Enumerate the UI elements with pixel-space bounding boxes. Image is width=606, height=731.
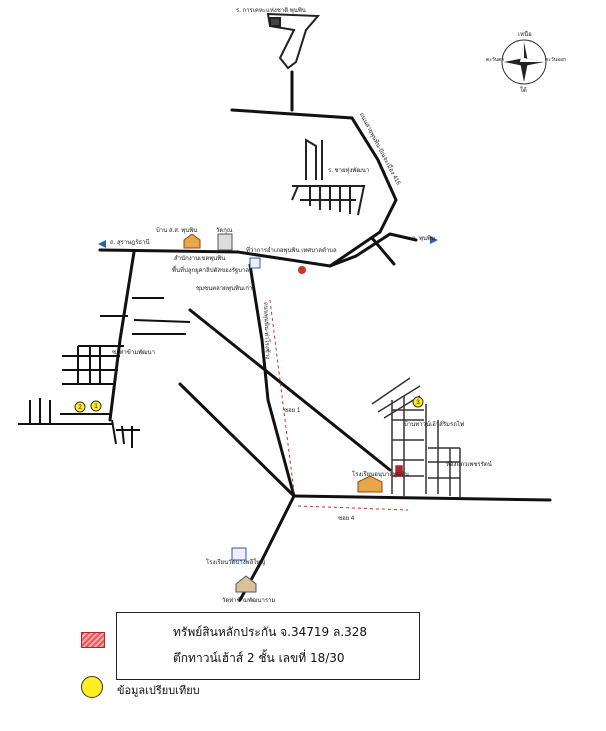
label-market: ชุมชนตลาดพุนพินเก่า	[196, 286, 253, 292]
compass-east: ตะวันออก	[545, 57, 567, 63]
village-grid-top	[291, 138, 366, 216]
label-soi-left: ซ. ท่าข้ามพัฒนา	[112, 350, 156, 356]
label-project2: ห้องแถวเพชรรัตน์	[446, 462, 492, 468]
svg-text:2: 2	[78, 405, 82, 411]
label-school-right: โรงเรียนอนุบาลพุนพิน	[352, 472, 409, 478]
label-store: พื้นที่ปลูกยูคาลิปตัสของรัฐบาล	[172, 268, 250, 274]
comparable-markers: 2 1 3	[74, 396, 424, 413]
label-house: บ้าน ส.ส. พุนพิน	[156, 228, 198, 234]
label-project1: บ้านทาวน์เฮ้าส์ริมรถไฟ	[404, 422, 465, 428]
landmark-icons	[183, 233, 383, 593]
label-temple: วัดกุณ	[216, 228, 233, 234]
label-school-bottom: โรงเรียนวัดบางพลีใหญ่	[206, 560, 266, 566]
distance-lines	[269, 299, 409, 511]
label-village-top: ร. ชายทุ่งพัฒนา	[328, 168, 370, 174]
legend-comparable-label: ข้อมูลเปรียบเทียบ	[117, 684, 200, 697]
right-housing	[371, 377, 461, 498]
svg-text:3: 3	[416, 400, 420, 406]
label-wat-top: ร. การเคหะแห่งชาติ พุนพิน	[236, 8, 306, 14]
label-sub: ซอย 1	[284, 408, 301, 414]
legend-box: ทรัพย์สินหลักประกัน จ.34719 ล.328 ตึกทาว…	[116, 612, 420, 680]
comparable-marker-1	[90, 400, 102, 412]
compass-south: ใต้	[520, 88, 527, 94]
label-to-right: ถ. พุนพิน	[412, 236, 436, 242]
direction-arrows	[98, 236, 438, 248]
left-soi-grid	[18, 297, 191, 448]
svg-text:1: 1	[94, 404, 98, 410]
compass-west: ตะวันตก	[486, 57, 505, 63]
label-office: สำนักงานเขตพุนพิน	[174, 256, 226, 262]
main-roads	[98, 70, 552, 602]
label-dist-bottom: ซอย 4	[338, 516, 355, 522]
top-compound	[266, 12, 321, 70]
compass-north: เหนือ	[518, 32, 532, 38]
collateral-swatch-icon	[81, 632, 105, 648]
label-wat-bottom: วัดท่าข้ามพัฒนาราม	[222, 598, 276, 604]
label-to-left: ถ. สุราษฎร์ธานี	[110, 240, 150, 246]
legend-collateral-title: ทรัพย์สินหลักประกัน จ.34719 ล.328	[173, 625, 368, 639]
label-district: ที่ว่าการอำเภอพุนพิน เทศบาลตำบล	[246, 248, 337, 254]
comparable-marker-2-left	[74, 401, 86, 413]
legend-collateral-detail: ตึกทาวน์เฮ้าส์ 2 ชั้น เลขที่ 18/30	[173, 651, 345, 665]
comparable-dot-icon	[81, 676, 103, 698]
compass-rose-icon	[501, 39, 547, 85]
comparable-marker-3	[412, 396, 424, 408]
